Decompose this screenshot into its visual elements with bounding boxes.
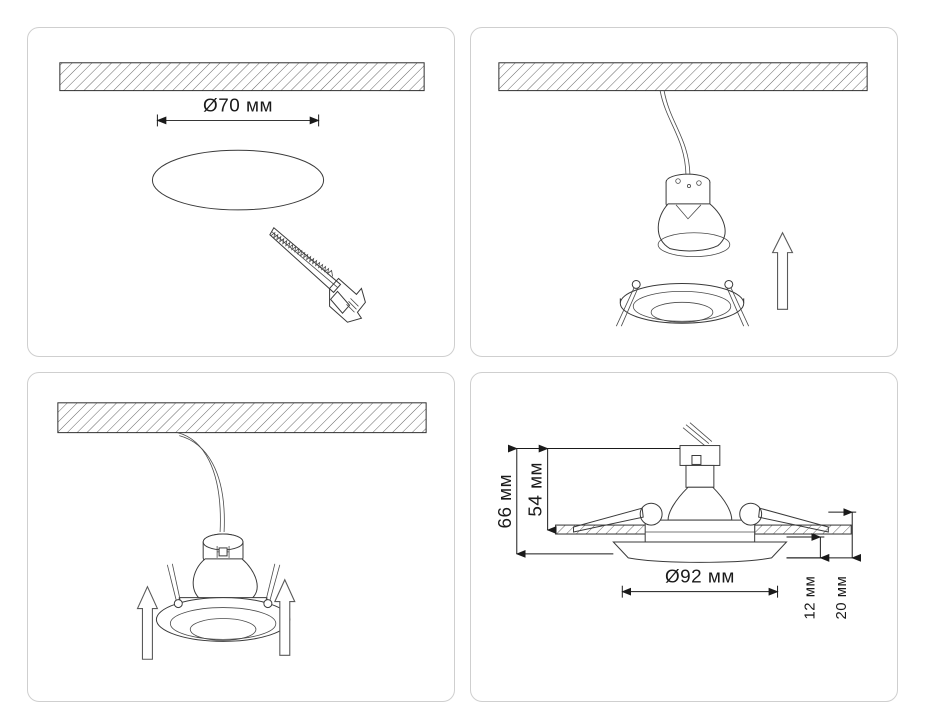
supply-wire bbox=[659, 90, 691, 180]
trim-ring-bevel bbox=[632, 290, 732, 322]
lamp-pin-hole-left bbox=[675, 178, 681, 184]
lamp-reflector bbox=[192, 558, 258, 605]
spring-clip-right bbox=[263, 563, 281, 609]
trim-ring-section bbox=[612, 541, 788, 563]
panel-step-4-cross-section: 66 мм 54 мм Ø92 мм 12 мм bbox=[470, 372, 898, 702]
dimension-h12: 12 мм bbox=[786, 533, 830, 620]
housing-body bbox=[644, 519, 756, 543]
assembled-fixture bbox=[155, 533, 291, 642]
dimension-label-h12: 12 мм bbox=[802, 576, 818, 620]
ceiling-slab-section-left bbox=[555, 524, 654, 535]
handsaw-icon bbox=[269, 227, 366, 323]
direction-arrow-up-right bbox=[273, 578, 296, 656]
dimension-label-h20: 20 мм bbox=[834, 576, 850, 620]
spring-clip-left bbox=[615, 279, 641, 327]
dimension-d70: Ø70 мм bbox=[156, 96, 320, 127]
trim-ring-outer bbox=[619, 282, 745, 324]
trim-ring bbox=[615, 279, 750, 327]
panel-2-drawing bbox=[498, 62, 868, 327]
panel-step-2-connect-lamp bbox=[470, 27, 898, 357]
spring-clip-left bbox=[573, 502, 663, 533]
panel-step-1-cut-opening: Ø70 мм bbox=[27, 27, 455, 357]
supply-wire bbox=[177, 432, 225, 533]
lamp-neck bbox=[685, 464, 715, 488]
trim-ring-aperture bbox=[650, 301, 714, 323]
dimension-label-h54: 54 мм bbox=[526, 462, 547, 517]
lamp-rim bbox=[657, 232, 731, 258]
spring-clip-left bbox=[166, 563, 183, 609]
ceiling-slab bbox=[57, 402, 427, 434]
trim-ring-profile bbox=[612, 541, 788, 563]
spring-clip-right bbox=[739, 502, 829, 533]
direction-arrow-up-left bbox=[136, 585, 159, 660]
lamp-body bbox=[667, 486, 733, 521]
ceiling-slab bbox=[498, 62, 868, 92]
panel-step-3-push-fixture bbox=[27, 372, 455, 702]
trim-ring-bevel bbox=[169, 607, 277, 640]
lamp bbox=[657, 173, 731, 258]
lamp-reflector bbox=[657, 203, 726, 252]
dimension-label-h66: 66 мм bbox=[495, 474, 516, 529]
terminal-block bbox=[679, 445, 721, 466]
direction-arrow-up bbox=[771, 231, 794, 310]
dimension-d92: Ø92 мм bbox=[621, 567, 779, 598]
panel-4-drawing: 66 мм 54 мм Ø92 мм 12 мм bbox=[495, 422, 862, 620]
dimension-label-d92: Ø92 мм bbox=[665, 567, 735, 588]
lamp-pin-hole-right bbox=[696, 180, 702, 186]
panel-1-drawing: Ø70 мм bbox=[59, 62, 425, 323]
lamp-section bbox=[644, 464, 756, 543]
ceiling-slab bbox=[59, 62, 425, 92]
cut-opening-ellipse bbox=[151, 149, 325, 211]
trim-ring-aperture bbox=[189, 618, 257, 641]
spring-clip-right bbox=[724, 279, 750, 327]
lamp-pin-hole-center bbox=[686, 184, 691, 189]
panel-3-drawing bbox=[57, 402, 427, 660]
dimension-h20: 20 мм bbox=[786, 508, 862, 620]
supply-wire bbox=[682, 422, 713, 447]
dimension-label-d70: Ø70 мм bbox=[203, 96, 273, 117]
dimension-h54: 54 мм bbox=[526, 444, 681, 535]
